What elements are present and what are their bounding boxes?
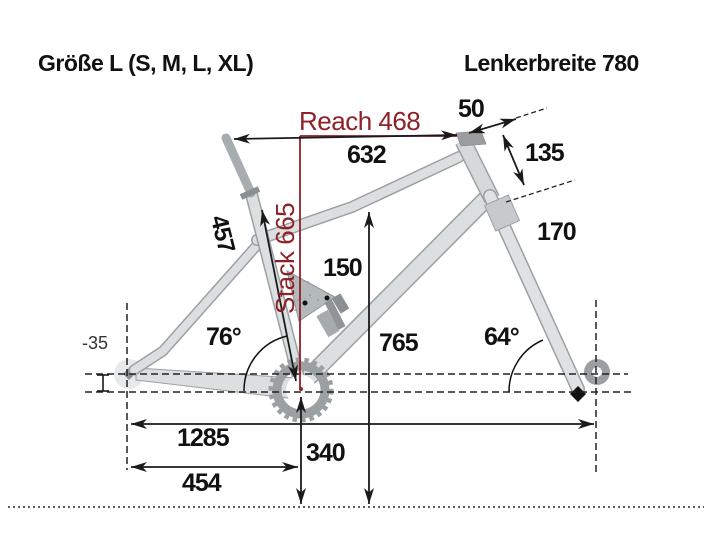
fork [483,189,610,402]
standover-label: 765 [379,329,419,357]
rear-travel-label: 150 [323,254,363,282]
dim-head-tube [502,134,525,186]
bb-height-label: 340 [306,439,346,467]
size-title: Größe L (S, M, L, XL) [38,50,254,76]
down-tube [294,188,497,392]
head-angle-label: 64° [484,323,520,351]
rear-shock [316,293,350,338]
dimension-lines [97,118,594,504]
handlebar-width-title: Lenkerbreite 780 [464,50,639,76]
stem-length-label: 50 [458,95,485,123]
chainstay-tube [135,367,297,400]
dim-stem [468,118,517,134]
head-tube-length-label: 135 [525,139,565,167]
wheelbase-label: 1285 [177,424,230,452]
fork-crown [483,194,521,232]
chainring [268,357,334,423]
dim-bb-drop [97,374,109,392]
effective-top-tube-label: 632 [347,141,387,169]
dim-effective-top-tube [233,130,458,144]
head-tube [455,130,500,203]
fork-dropout [570,386,586,402]
bb-drop-label: -35 [82,333,109,353]
dashed-reference-lines [85,107,631,472]
seatstay-tube [128,237,265,376]
fork-travel-label: 170 [537,218,577,246]
chainstay-label: 454 [182,469,222,497]
reach-label: Reach 468 [299,106,421,136]
seatpost [221,133,261,200]
seat-angle-label: 76° [206,323,242,351]
stack-label: Stack 665 [270,202,300,314]
dim-seat-tube [260,209,298,382]
